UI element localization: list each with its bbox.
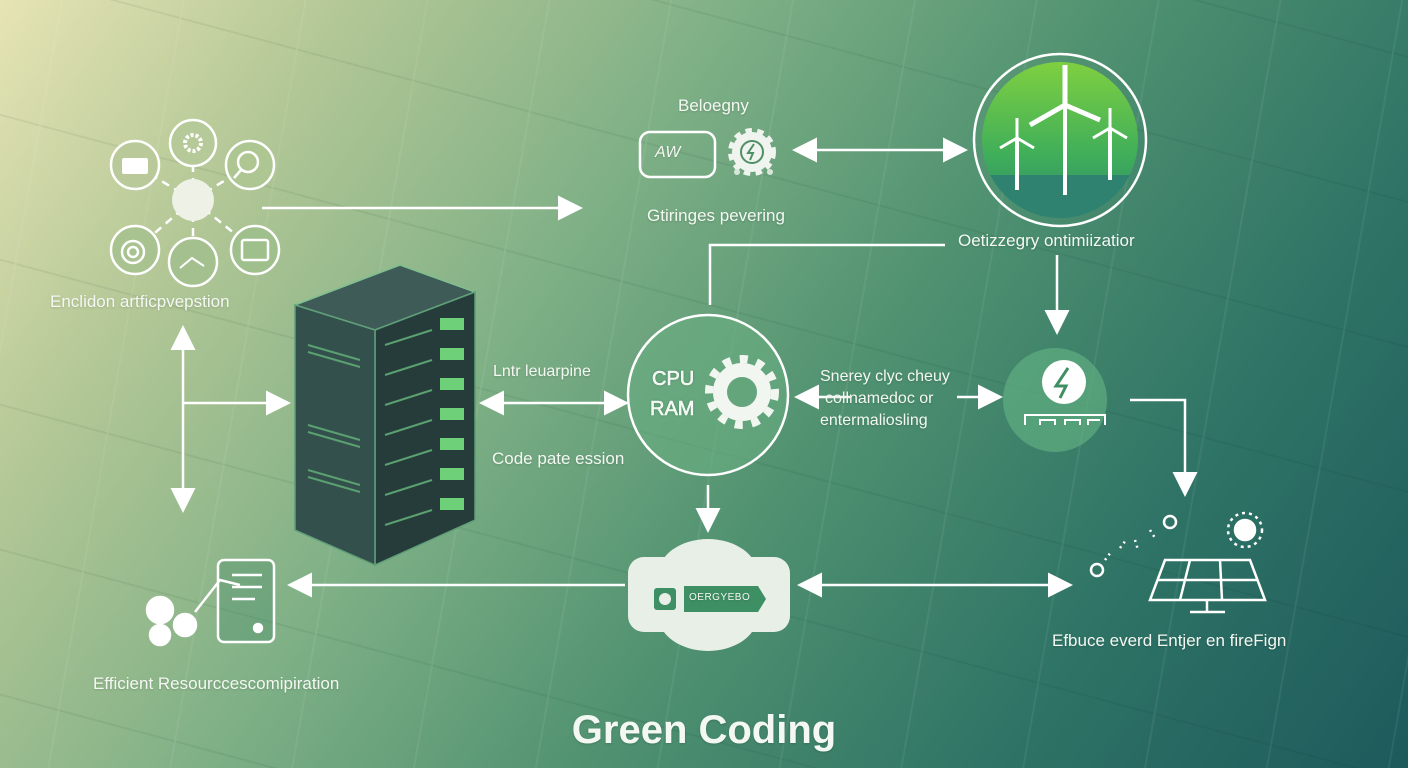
cpu-ram-icon (626, 313, 790, 477)
aw-badge-text: AW (655, 144, 681, 161)
server-link-bottom-label: Code pate ession (492, 449, 625, 468)
page-title: Green Coding (571, 708, 837, 752)
code-module-card (628, 539, 790, 651)
hub-label: Enclidon artficpvepstion (50, 292, 230, 311)
wind-turbine-icon (972, 52, 1148, 228)
hub-icon-cluster (109, 118, 281, 288)
arrow-lightning-solar (1130, 398, 1198, 497)
server-link-top-label: Lntr leuarpine (493, 363, 591, 380)
ram-text: RAM (650, 398, 695, 421)
energy-text-line1: Snerey clyc cheuy (820, 368, 950, 385)
solar-panel-icon (1089, 511, 1267, 614)
top-center-label: Gtiringes pevering (647, 206, 785, 225)
server-rack-icon (292, 264, 478, 567)
energy-text-line3: entermaliosling (820, 412, 928, 429)
resource-label: Efficient Resourccescomipiration (93, 674, 340, 693)
module-label: OERGYEBO (689, 592, 751, 603)
energy-text-line2: collnamedoc or (825, 390, 934, 407)
energy-gear-icon (728, 128, 776, 176)
cpu-text: CPU (652, 368, 695, 391)
wind-label: Oetizzegry ontimiizatior (958, 231, 1135, 250)
connector-cpu-wind (708, 243, 945, 305)
aw-badge-frame (638, 130, 717, 179)
solar-label: Efbuce everd Entjer en fireFign (1052, 631, 1287, 650)
top-heading: Beloegny (678, 96, 749, 115)
resource-device-icon (145, 558, 276, 647)
lightning-power-icon (1003, 348, 1107, 452)
